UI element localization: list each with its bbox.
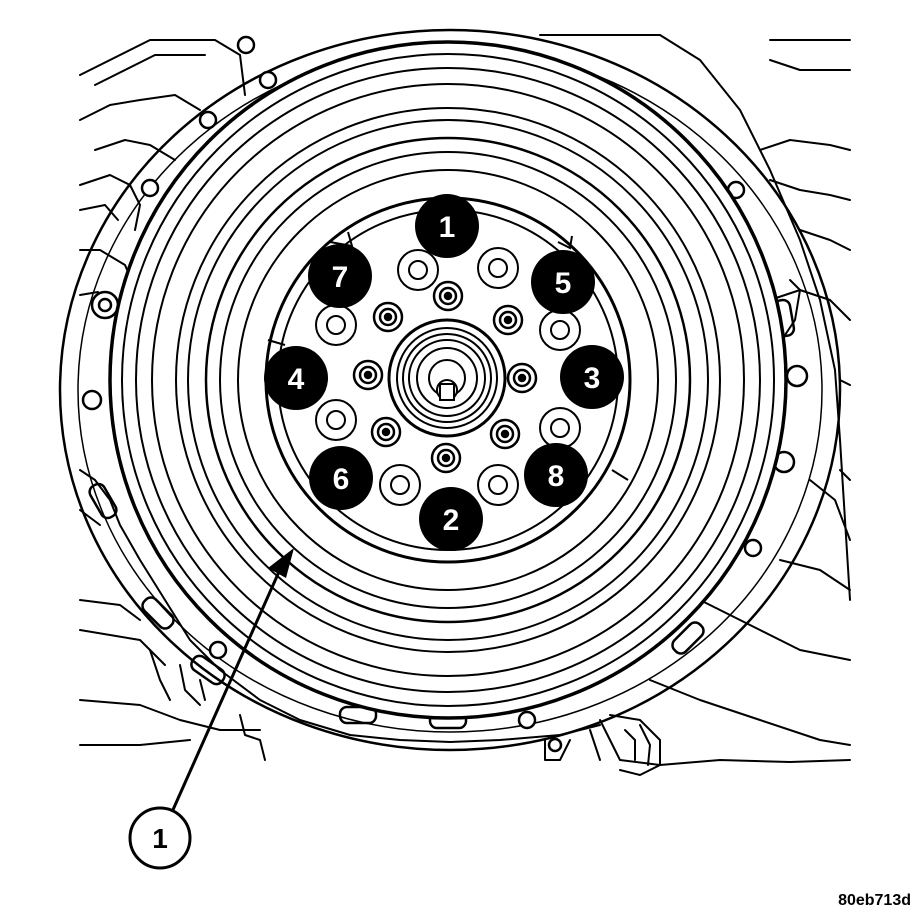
sequence-label-8: 8: [548, 460, 565, 493]
callout-1: 1: [128, 548, 294, 870]
sequence-marker-2: 2: [419, 487, 483, 551]
sequence-marker-7: 7: [308, 244, 372, 308]
sequence-marker-4: 4: [264, 346, 328, 410]
crankshaft-hub: [387, 318, 507, 438]
sequence-label-5: 5: [555, 267, 572, 300]
bolt-top-left: [372, 301, 404, 333]
sequence-label-7: 7: [332, 261, 349, 294]
sequence-label-2: 2: [443, 504, 460, 537]
sequence-label-4: 4: [288, 363, 305, 396]
sequence-marker-8: 8: [524, 443, 588, 507]
sequence-marker-6: 6: [309, 446, 373, 510]
sequence-label-6: 6: [333, 463, 350, 496]
callout-leader-line: [170, 564, 284, 813]
sequence-label-1: 1: [439, 211, 456, 244]
bolt-top: [432, 280, 464, 312]
tightening-sequence-markers: 1 2 3 4 5 6 7 8: [264, 194, 624, 551]
sequence-marker-5: 5: [531, 250, 595, 314]
bolt-bottom-right: [489, 418, 521, 450]
sequence-marker-3: 3: [560, 345, 624, 409]
sequence-marker-1: 1: [415, 194, 479, 258]
bolt-left: [352, 359, 384, 391]
flywheel-bolts: [352, 280, 538, 474]
callout-arrowhead: [268, 548, 294, 578]
flange-hole-circle: [315, 247, 581, 506]
bolt-right: [506, 362, 538, 394]
callout-label: 1: [152, 823, 168, 854]
figure-code: 80eb713d: [838, 892, 911, 909]
bolt-bottom-left: [370, 416, 402, 448]
bolt-top-right: [492, 304, 524, 336]
callout-circle: [128, 806, 192, 870]
sequence-label-3: 3: [584, 362, 601, 395]
bolt-bottom: [430, 442, 462, 474]
